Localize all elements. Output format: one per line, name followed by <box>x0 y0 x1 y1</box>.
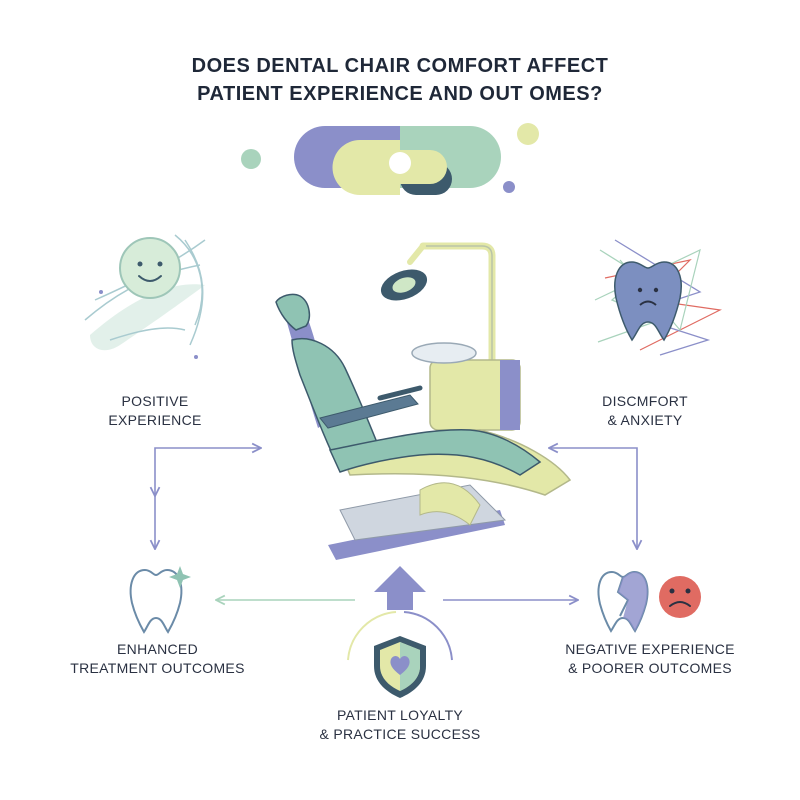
heart-shield-icon <box>347 611 453 698</box>
node-discomfort-anxiety: DISCMFORT & ANXIETY <box>560 392 730 430</box>
dental-chair-icon <box>275 242 572 560</box>
node-positive-line-2: EXPERIENCE <box>108 412 202 428</box>
title-line-2: PATIENT EXPERIENCE AND OUT OMES? <box>197 83 603 105</box>
node-discomfort-line-2: & ANXIETY <box>607 412 683 428</box>
node-loyalty-line-1: PATIENT LOYALTY <box>336 707 464 723</box>
smiling-face-wind-icon <box>84 234 206 359</box>
sparkling-tooth-icon <box>129 566 191 634</box>
decorative-pill-banner-icon <box>241 123 539 195</box>
broken-tooth-sad-face-icon <box>597 570 701 633</box>
node-negative-line-2: & POORER OUTCOMES <box>568 660 732 676</box>
node-positive-experience: POSITIVE EXPERIENCE <box>70 392 240 430</box>
page-title: DOES DENTAL CHAIR COMFORT AFFECT PATIENT… <box>100 52 700 108</box>
node-patient-loyalty: PATIENT LOYALTY & PRACTICE SUCCESS <box>295 706 505 744</box>
connector-arrows <box>155 448 637 600</box>
node-enhanced-outcomes: ENHANCED TREATMENT OUTCOMES <box>50 640 265 678</box>
node-negative-line-1: NEGATIVE EXPERIENCE <box>565 641 735 657</box>
node-enhanced-line-2: TREATMENT OUTCOMES <box>70 660 245 676</box>
node-discomfort-line-1: DISCMFORT <box>602 393 688 409</box>
up-arrow-icon <box>374 566 426 610</box>
node-enhanced-line-1: ENHANCED <box>117 641 198 657</box>
title-line-1: DOES DENTAL CHAIR COMFORT AFFECT <box>191 55 609 77</box>
node-positive-line-1: POSITIVE <box>121 393 189 409</box>
distressed-tooth-icon <box>594 239 722 356</box>
node-negative-outcomes: NEGATIVE EXPERIENCE & POORER OUTCOMES <box>530 640 770 678</box>
node-loyalty-line-2: & PRACTICE SUCCESS <box>319 726 481 742</box>
